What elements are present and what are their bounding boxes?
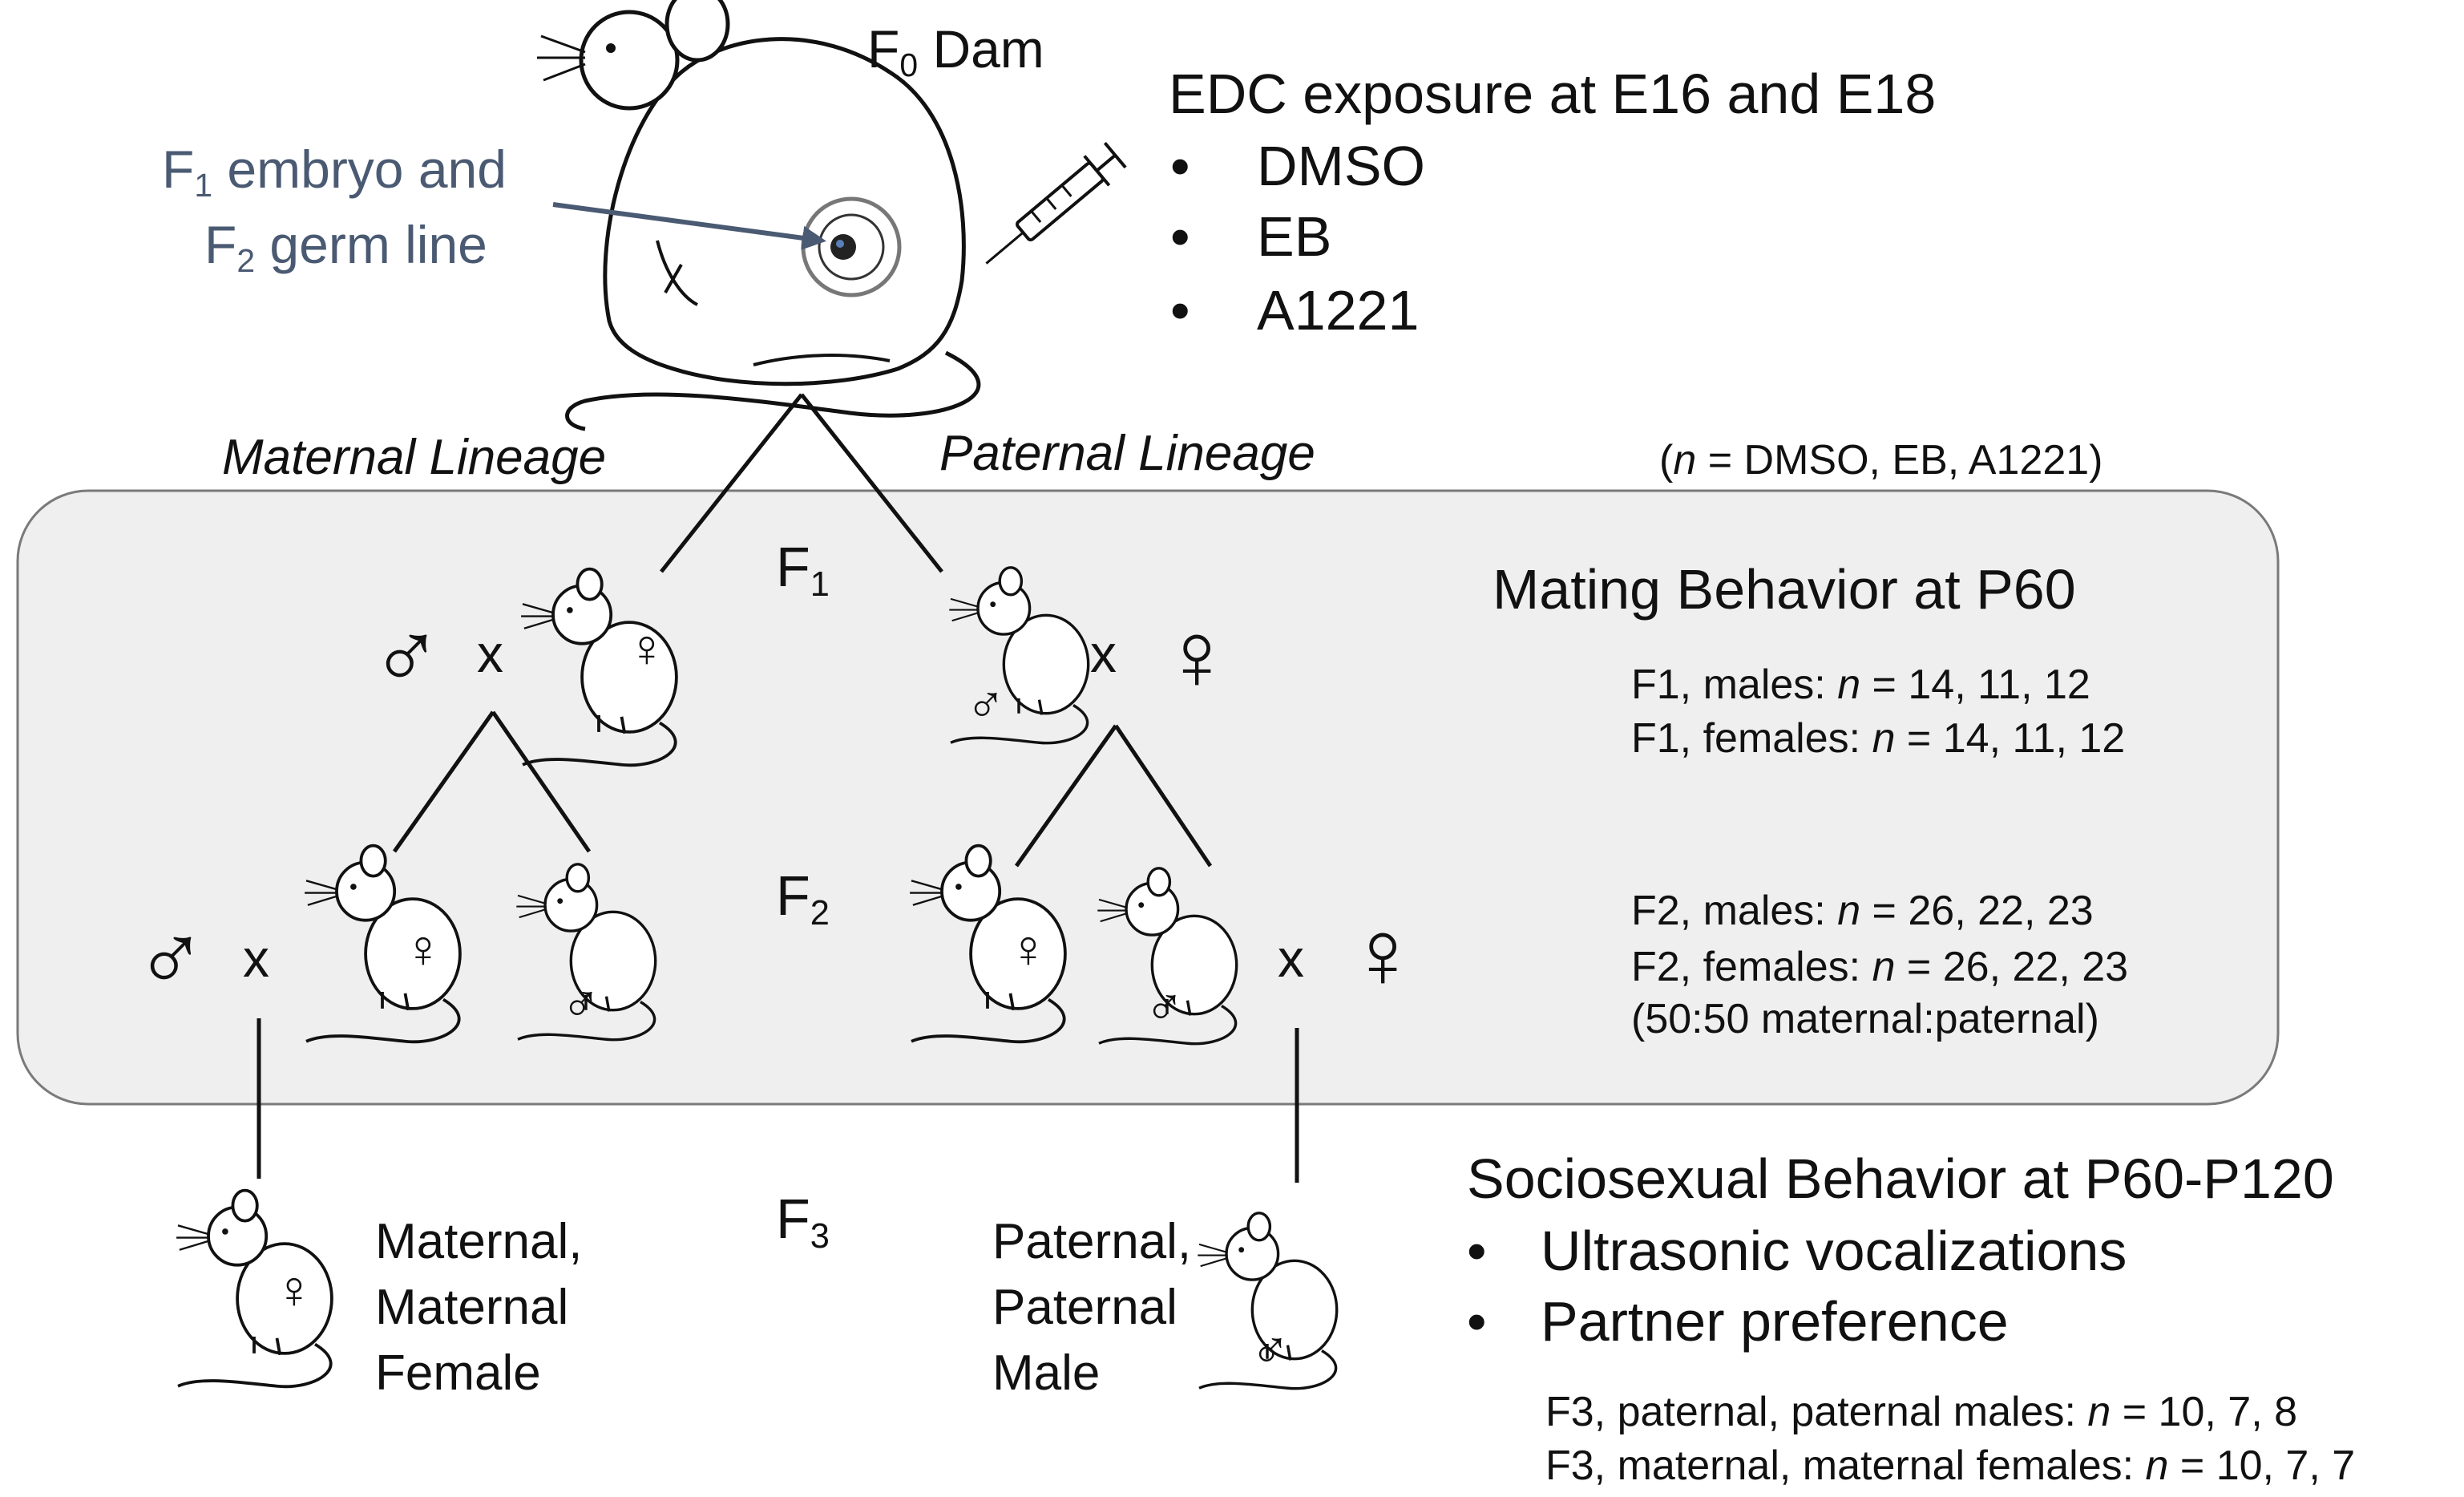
exposure-list: DMSO EB A1221 (1170, 138, 1425, 338)
f0-dam-label: F0 Dam (867, 19, 1044, 84)
f3-paternal-label-line3: Male (992, 1345, 1101, 1401)
sociosexual-list: Ultrasonic vocalizations Partner prefere… (1467, 1223, 2127, 1349)
lineage-tree-lines (256, 393, 1299, 1183)
mating-f2-females: F2, females: n = 26, 22, 23 (1631, 944, 2129, 990)
embryo-arrow (552, 202, 826, 250)
mating-f2-males: F2, males: n = 26, 22, 23 (1631, 888, 2094, 934)
f1-maternal-cross: x (477, 624, 503, 683)
embryo-label-line2: F2 germ line (204, 215, 487, 280)
f3-maternal-label-line1: Maternal, (375, 1214, 583, 1269)
f0-dam-mouse-illustration (537, 0, 981, 431)
embryo-label-line1: F1 embryo and (162, 140, 507, 204)
mating-f1-females: F1, females: n = 14, 11, 12 (1631, 715, 2126, 762)
paternal-lineage-label: Paternal Lineage (939, 426, 1315, 481)
f2-maternal-mouse-female-symbol: ♀ (403, 919, 443, 978)
f2-paternal-mouse-female-symbol: ♀ (1008, 919, 1048, 978)
f3-paternal-mouse-male-symbol: ♂ (1250, 1320, 1291, 1379)
f2-paternal-mouse-male-symbol: ♂ (1145, 977, 1185, 1036)
exposure-item: A1221 (1170, 282, 1425, 338)
f3-paternal-label-line2: Paternal (992, 1280, 1177, 1335)
generation-f2-label: F2 (776, 864, 830, 933)
f2-paternal-female-symbol: ♀ (1347, 900, 1419, 1008)
mating-title: Mating Behavior at P60 (1493, 558, 2076, 621)
f2-paternal-cross: x (1278, 929, 1304, 988)
f1-paternal-mouse-male-symbol: ♂ (966, 674, 1006, 734)
n-legend: (n = DMSO, EB, A1221) (1659, 437, 2103, 483)
syringe-icon (985, 141, 1127, 265)
exposure-title: EDC exposure at E16 and E18 (1169, 63, 1937, 125)
f3-maternal-label-line3: Female (375, 1345, 541, 1401)
sociosexual-f3-maternal: F3, maternal, maternal females: n = 10, … (1545, 1442, 2356, 1489)
mating-f1-males: F1, males: n = 14, 11, 12 (1631, 662, 2090, 708)
exposure-item: DMSO (1170, 138, 1425, 208)
mating-ratio: (50:50 maternal:paternal) (1631, 996, 2099, 1042)
f3-maternal-label: Maternal, Maternal Female (375, 1209, 582, 1406)
f1-paternal-cross: x (1090, 624, 1117, 683)
f2-maternal-cross: x (243, 929, 269, 988)
maternal-lineage-label: Maternal Lineage (222, 430, 607, 485)
generation-f3-label: F3 (776, 1187, 830, 1256)
sociosexual-title: Sociosexual Behavior at P60-P120 (1467, 1147, 2334, 1210)
f1-maternal-mouse-female-symbol: ♀ (627, 618, 667, 678)
sociosexual-item: Ultrasonic vocalizations (1467, 1223, 2127, 1293)
generation-f1-label: F1 (776, 536, 830, 605)
f3-paternal-label: Paternal, Paternal Male (992, 1209, 1191, 1406)
f2-maternal-male-symbol: ♂ (135, 904, 207, 1012)
sociosexual-f3-paternal: F3, paternal, paternal males: n = 10, 7,… (1545, 1389, 2298, 1435)
sociosexual-item: Partner preference (1467, 1293, 2127, 1349)
f1-paternal-female-symbol: ♀ (1161, 602, 1233, 710)
f3-maternal-label-line2: Maternal (375, 1280, 569, 1335)
f3-maternal-mouse-female-symbol: ♀ (274, 1260, 314, 1319)
f3-paternal-label-line1: Paternal, (992, 1214, 1192, 1269)
exposure-item: EB (1170, 208, 1425, 282)
f1-maternal-male-symbol: ♂ (370, 602, 442, 710)
f2-maternal-mouse-male-symbol: ♂ (561, 973, 601, 1033)
